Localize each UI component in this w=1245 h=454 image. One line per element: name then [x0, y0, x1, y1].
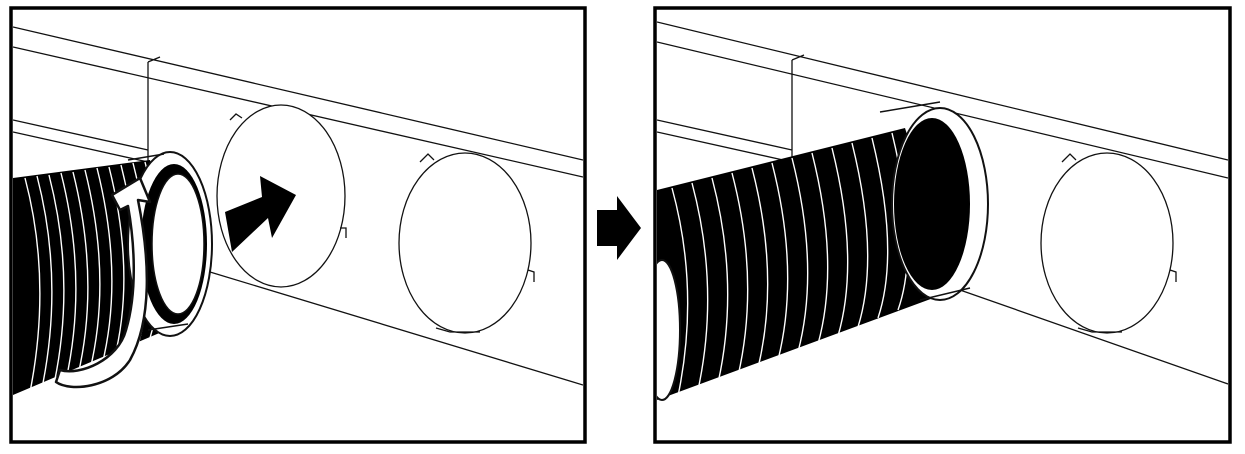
window-panel [216, 104, 535, 334]
panel-frames [9, 6, 1232, 444]
next-step-arrow-icon [597, 196, 641, 260]
duct-hose [13, 151, 213, 395]
window-rail [657, 21, 1228, 385]
frame-step-1 [9, 6, 587, 444]
panel-opening-2 [1040, 152, 1174, 334]
frame-step-2 [653, 6, 1232, 444]
panel-step-2 [657, 21, 1228, 401]
panel-step-1 [13, 26, 583, 395]
rotate-arrow-icon [54, 176, 152, 389]
duct-hose [657, 101, 989, 401]
window-panel [1040, 152, 1177, 334]
window-rail [13, 26, 583, 386]
push-arrow-icon [225, 176, 296, 252]
panel-opening-2 [398, 152, 532, 334]
